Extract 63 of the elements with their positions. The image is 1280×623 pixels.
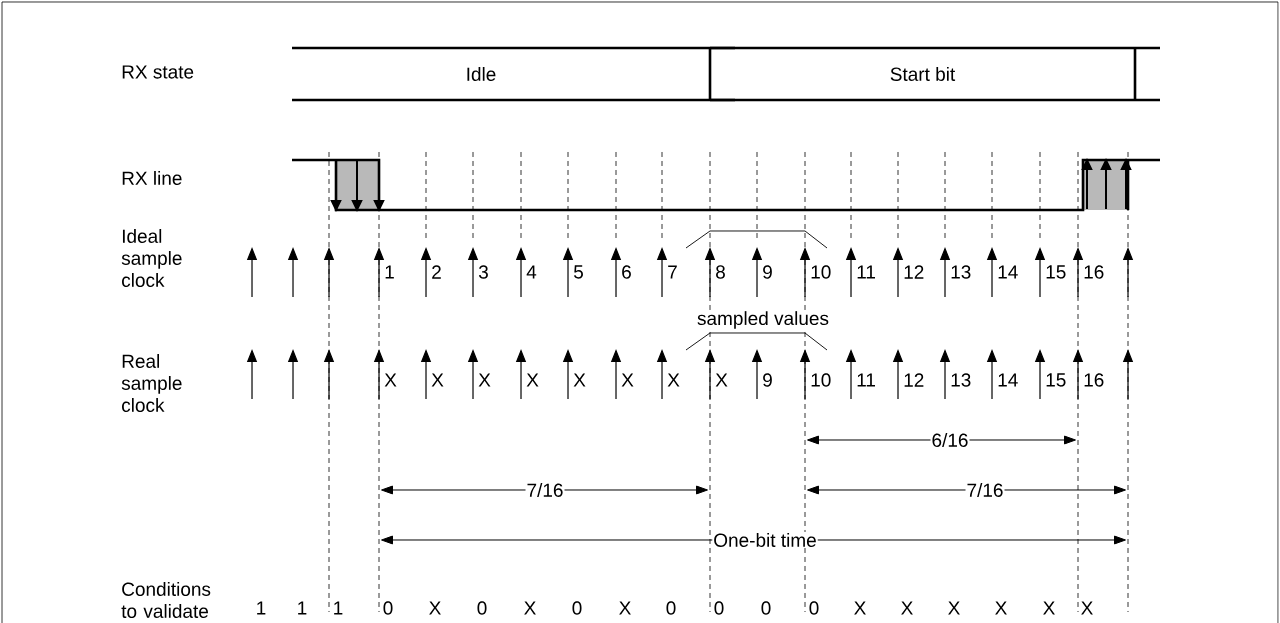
sample-value: X bbox=[384, 373, 397, 387]
sample-value: 13 bbox=[951, 373, 971, 387]
row-label: Real sample clock bbox=[121, 354, 182, 412]
sample-value: 15 bbox=[1046, 373, 1066, 387]
sample-value: X bbox=[431, 373, 444, 387]
clock-number: 3 bbox=[478, 265, 488, 279]
bracket-label: sampled values bbox=[696, 310, 830, 330]
dimension-label: 7/16 bbox=[525, 482, 565, 498]
condition-value: X bbox=[1081, 601, 1093, 615]
condition-value: X bbox=[901, 601, 913, 615]
sample-value: X bbox=[573, 373, 586, 387]
condition-value: 0 bbox=[666, 601, 676, 615]
condition-value: 1 bbox=[334, 601, 343, 615]
condition-value: X bbox=[854, 601, 866, 615]
condition-value: 0 bbox=[761, 601, 771, 615]
sample-value: X bbox=[667, 373, 680, 387]
clock-number: 4 bbox=[526, 265, 537, 279]
condition-value: 0 bbox=[383, 601, 393, 615]
sample-value: X bbox=[715, 373, 728, 387]
clock-number: 8 bbox=[716, 265, 725, 279]
sample-value: 14 bbox=[998, 373, 1018, 387]
sample-value: 10 bbox=[811, 373, 831, 387]
clock-number: 12 bbox=[904, 265, 924, 279]
clock-number: 9 bbox=[763, 265, 772, 279]
row-label: RX line bbox=[122, 171, 182, 185]
clock-number: 6 bbox=[622, 265, 631, 279]
sample-value: X bbox=[621, 373, 634, 387]
clock-number: 15 bbox=[1046, 265, 1066, 279]
sample-value: X bbox=[478, 373, 491, 387]
condition-value: 0 bbox=[572, 601, 582, 615]
condition-value: X bbox=[429, 601, 441, 615]
row-label: RX state bbox=[122, 65, 194, 79]
clock-number: 14 bbox=[998, 265, 1018, 279]
clock-number: 5 bbox=[573, 265, 583, 279]
row-label: Ideal sample clock bbox=[121, 229, 182, 287]
condition-value: 1 bbox=[298, 601, 307, 615]
sample-value: 11 bbox=[857, 373, 875, 387]
clock-number: 11 bbox=[857, 265, 875, 279]
condition-value: 1 bbox=[257, 601, 266, 615]
condition-value: X bbox=[995, 601, 1007, 615]
condition-value: X bbox=[524, 601, 536, 615]
dimension-label: 6/16 bbox=[930, 432, 970, 448]
condition-value: 0 bbox=[477, 601, 487, 615]
condition-value: X bbox=[619, 601, 631, 615]
condition-value: 0 bbox=[809, 601, 819, 615]
condition-value: X bbox=[948, 601, 960, 615]
row-label: Conditions to validate bbox=[121, 582, 211, 618]
clock-number: 2 bbox=[432, 265, 441, 279]
dimension-label: One-bit time bbox=[712, 532, 818, 548]
dimension-label: 7/16 bbox=[965, 482, 1005, 498]
clock-number: 13 bbox=[951, 265, 971, 279]
condition-value: 0 bbox=[714, 601, 724, 615]
sample-value: 12 bbox=[904, 373, 924, 387]
state-segment: Start bit bbox=[710, 46, 1160, 102]
state-segment: Idle bbox=[292, 46, 735, 102]
clock-number: 7 bbox=[668, 265, 677, 279]
clock-number: 1 bbox=[385, 265, 394, 279]
condition-value: X bbox=[1043, 601, 1055, 615]
sample-value: X bbox=[526, 373, 539, 387]
clock-number: 16 bbox=[1084, 265, 1104, 279]
clock-number: 10 bbox=[811, 265, 831, 279]
sample-value: 9 bbox=[763, 373, 772, 387]
sample-value: 16 bbox=[1084, 373, 1104, 387]
